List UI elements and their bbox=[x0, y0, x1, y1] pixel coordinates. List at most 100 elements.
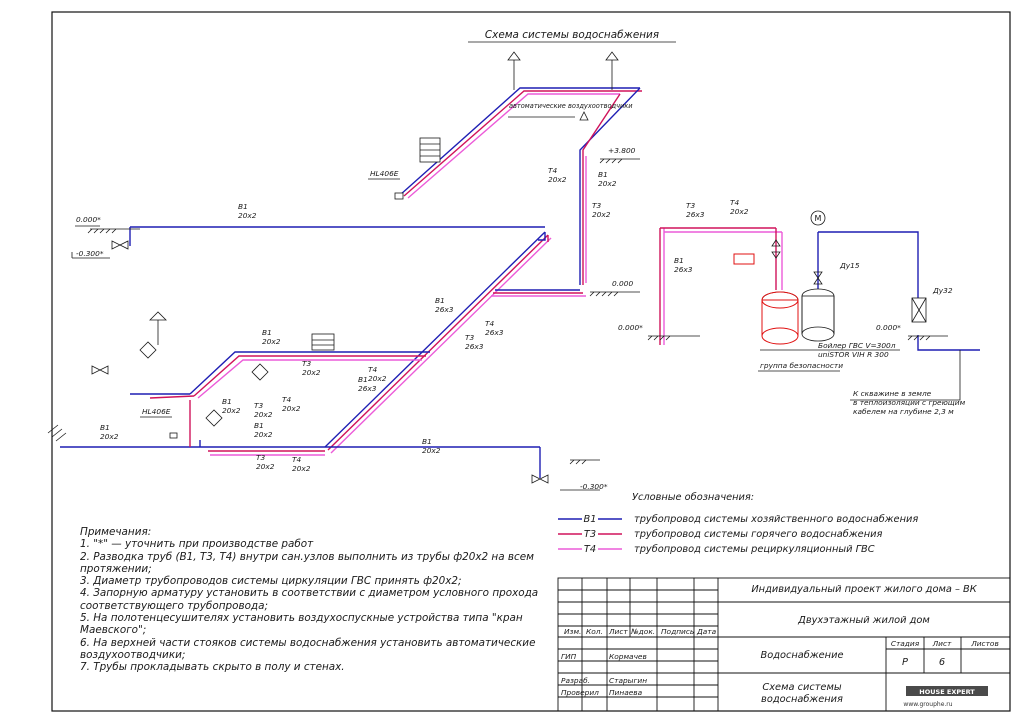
label-b1-main-top: В1 bbox=[238, 202, 248, 211]
label-t4-diagonal: Т4 bbox=[485, 319, 495, 328]
label-t4-bottom-size: 20х2 bbox=[292, 464, 311, 473]
shower-head-upper-right-icon bbox=[605, 51, 619, 90]
drawing-labels: автоматические воздухоотводчики HL406E H… bbox=[76, 102, 966, 491]
label-t3-mid-a: Т3 bbox=[302, 359, 312, 368]
hl406e-bottom-label: HL406E bbox=[142, 407, 171, 416]
pipe-t4-mid-floor bbox=[197, 359, 422, 399]
legend-item-t4: Т4 трубопровод системы рециркуляционный … bbox=[558, 542, 875, 555]
label-b1-mid-c: В1 bbox=[254, 421, 264, 430]
label-b1-riser-top: В1 bbox=[598, 170, 608, 179]
label-b1-mid-c-size: 20х2 bbox=[254, 430, 273, 439]
legend-code-t4: Т4 bbox=[584, 544, 596, 555]
label-t3-diagonal: Т3 bbox=[465, 333, 475, 342]
tb-header-podpis: Подпись bbox=[661, 627, 694, 636]
elevation-zero-right: 0.000* bbox=[876, 323, 901, 332]
label-t3-mid-b: Т3 bbox=[254, 401, 264, 410]
tb-name-razrab: Старыгин bbox=[609, 676, 647, 685]
label-t4-mid-a: Т4 bbox=[368, 365, 378, 374]
du15-valve-icon bbox=[813, 271, 823, 285]
label-t3-boiler: Т3 bbox=[686, 201, 696, 210]
elevation-plus3800: +3.800 bbox=[608, 146, 636, 155]
pipe-t3-mid-left bbox=[149, 395, 195, 399]
pipe-t4-upper-floor bbox=[407, 93, 620, 199]
label-b1-main-top-size: 20х2 bbox=[238, 211, 257, 220]
pipe-b1-top-cap bbox=[538, 232, 546, 241]
tb-role-proveril: Проверил bbox=[561, 688, 599, 697]
mixer-mid-left-icon bbox=[139, 341, 157, 359]
tb-header-kol: Кол. bbox=[586, 627, 603, 636]
tb-sheet-title-1: Схема системы bbox=[762, 682, 841, 693]
tb-header-list: Лист bbox=[608, 627, 628, 636]
towel-rail-mid-icon bbox=[311, 333, 335, 351]
label-b1-bottom: В1 bbox=[422, 437, 432, 446]
label-t3-riser-top-size: 20х2 bbox=[592, 210, 611, 219]
label-t4-mid-b: Т4 bbox=[282, 395, 292, 404]
label-t4-boiler: Т4 bbox=[730, 198, 740, 207]
well-label-3: кабелем на глубине 2,3 м bbox=[853, 407, 954, 416]
pipe-t3-main-diagonal bbox=[327, 234, 549, 451]
legend-item-b1: В1 трубопровод системы хозяйственного во… bbox=[558, 512, 918, 525]
pipe-t4-main-diagonal bbox=[330, 237, 552, 454]
label-t3-boiler-size: 26х3 bbox=[686, 210, 705, 219]
label-t4-mid-a-size: 20х2 bbox=[368, 374, 387, 383]
drain-upper-icon bbox=[394, 192, 404, 200]
label-b1-diagonal-size: 26х3 bbox=[435, 305, 454, 314]
du15-label: Ду15 bbox=[839, 261, 860, 270]
label-b1-boiler-size: 26х3 bbox=[674, 265, 693, 274]
well-leader bbox=[850, 350, 961, 401]
tb-stage-label: Стадия bbox=[891, 639, 920, 648]
house-expert-logo: HOUSE EXPERT www.grouphe.ru bbox=[903, 686, 988, 708]
boiler-label-1: Бойлер ГВС V=300л bbox=[818, 341, 896, 350]
label-b1-riser-top-size: 20х2 bbox=[598, 179, 617, 188]
legend-code-t3: Т3 bbox=[584, 529, 596, 540]
legend-text-b1: трубопровод системы хозяйственного водос… bbox=[634, 513, 918, 525]
hl406e-top-label: HL406E bbox=[370, 169, 399, 178]
tb-header-izm: Изм. bbox=[564, 627, 581, 636]
label-t3-bottom-size: 20х2 bbox=[256, 462, 275, 471]
logo-url: www.grouphe.ru bbox=[903, 701, 952, 708]
well-label-1: К скважине в земле bbox=[853, 389, 932, 398]
tb-role-gip: ГИП bbox=[561, 652, 577, 661]
notes-heading: Примечания: bbox=[80, 526, 152, 538]
valve-mid-left-icon bbox=[91, 365, 109, 375]
label-b1-mid-b: В1 bbox=[222, 397, 232, 406]
tb-sheets-label: Листов bbox=[970, 639, 999, 648]
expansion-vessel-icon bbox=[733, 253, 755, 265]
note-7: 7. Трубы прокладывать скрыто в полу и ст… bbox=[80, 661, 345, 674]
label-t4-boiler-size: 20х2 bbox=[730, 207, 749, 216]
label-b1-mid-a-size: 20х2 bbox=[262, 337, 281, 346]
tb-name-proveril: Пинаева bbox=[609, 688, 643, 697]
label-b1-boiler: В1 bbox=[674, 256, 684, 265]
label-b1-bottom-size: 20х2 bbox=[422, 446, 441, 455]
sheet-frame bbox=[51, 11, 1011, 712]
label-t3-riser-top: Т3 bbox=[592, 201, 602, 210]
shower-head-upper-left-icon bbox=[507, 51, 521, 90]
pipe-t3-riser bbox=[582, 93, 621, 285]
label-t3-bottom: Т3 bbox=[256, 453, 266, 462]
boiler-label-2: uniSTOR VIH R 300 bbox=[818, 350, 889, 359]
legend-title: Условные обозначения: bbox=[632, 491, 754, 503]
pipe-b1-boiler-top bbox=[818, 231, 919, 305]
note-6: 6. На верхней части стояков системы водо… bbox=[80, 636, 536, 661]
tb-project: Индивидуальный проект жилого дома – ВК bbox=[751, 584, 977, 595]
mixer-mid-center-icon bbox=[251, 363, 269, 381]
legend-text-t4: трубопровод системы рециркуляционный ГВС bbox=[634, 543, 875, 555]
label-t3-diagonal-size: 26х3 bbox=[465, 342, 484, 351]
label-t4-bottom: Т4 bbox=[292, 455, 302, 464]
valve-bottom-icon bbox=[531, 474, 549, 484]
label-b1-lower-left-size: 20х2 bbox=[100, 432, 119, 441]
note-2: 2. Разводка труб (В1, Т3, Т4) внутри сан… bbox=[80, 550, 534, 575]
drawing-title-text: Схема системы водоснабжения bbox=[485, 29, 659, 41]
label-t4-diagonal-size: 26х3 bbox=[485, 328, 504, 337]
label-b1-mid-26: В1 bbox=[358, 375, 368, 384]
legend-item-t3: Т3 трубопровод системы горячего водоснаб… bbox=[558, 527, 882, 540]
logo-text: HOUSE EXPERT bbox=[919, 688, 975, 696]
label-b1-diagonal: В1 bbox=[435, 296, 445, 305]
drain-lower-icon bbox=[169, 432, 178, 439]
pipe-network bbox=[60, 87, 980, 478]
note-5: 5. На полотенцесушителях установить возд… bbox=[80, 612, 523, 637]
elevation-zero-left: 0.000* bbox=[76, 215, 101, 224]
elevation-zero-boiler: 0.000* bbox=[618, 323, 643, 332]
tb-sheet-label: Лист bbox=[932, 639, 952, 648]
